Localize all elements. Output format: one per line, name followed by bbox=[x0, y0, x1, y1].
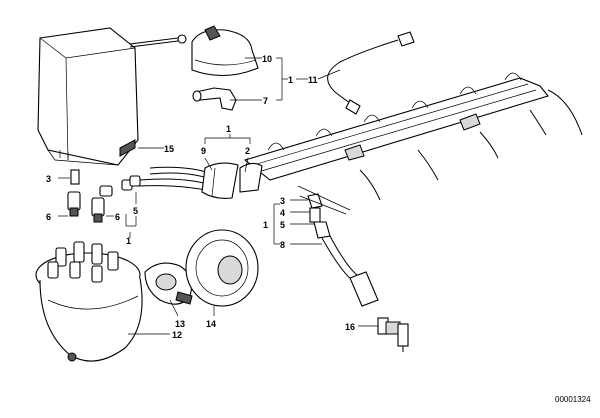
plug-connector-assembly bbox=[297, 185, 379, 307]
callout-9: 9 bbox=[201, 146, 206, 156]
callout-7: 7 bbox=[263, 96, 268, 106]
wiring-harness-rail bbox=[243, 72, 583, 201]
callout-12: 12 bbox=[172, 330, 182, 340]
callout-11: 11 bbox=[308, 75, 318, 85]
callout-16: 16 bbox=[345, 322, 355, 332]
callout-5-right: 5 bbox=[280, 220, 285, 230]
callout-2: 2 bbox=[245, 146, 250, 156]
callout-10: 10 bbox=[262, 54, 272, 64]
callout-5-left: 5 bbox=[133, 206, 138, 216]
sensor-middle bbox=[91, 175, 141, 223]
leader-lines bbox=[58, 57, 378, 335]
distributor bbox=[35, 241, 143, 362]
plug-elbow bbox=[192, 87, 237, 111]
callout-13: 13 bbox=[175, 319, 185, 329]
callout-1-top: 1 bbox=[226, 124, 231, 134]
callout-6-left: 6 bbox=[46, 212, 51, 222]
lead-bundle bbox=[137, 162, 263, 199]
control-unit-box bbox=[37, 27, 139, 166]
callout-1-right: 1 bbox=[288, 75, 293, 85]
spark-plug bbox=[377, 317, 409, 352]
callouts: 10 1 11 7 1 9 2 15 3 6 6 5 1 3 4 1 5 8 1… bbox=[46, 54, 355, 340]
callout-4: 4 bbox=[280, 208, 285, 218]
callout-3-right: 3 bbox=[280, 196, 285, 206]
callout-1-left: 1 bbox=[126, 236, 131, 246]
mounting-bolt bbox=[129, 34, 187, 48]
callout-14: 14 bbox=[206, 319, 216, 329]
sensor-left bbox=[67, 169, 81, 217]
callout-15: 15 bbox=[164, 144, 174, 154]
callout-1-mid: 1 bbox=[263, 220, 268, 230]
callout-6-mid: 6 bbox=[115, 212, 120, 222]
distributor-cover bbox=[191, 25, 259, 77]
ignition-lead bbox=[327, 31, 415, 115]
rotor bbox=[144, 262, 193, 305]
dust-shield bbox=[185, 229, 259, 307]
callout-3-left: 3 bbox=[46, 174, 51, 184]
reference-number: 00001324 bbox=[555, 395, 591, 404]
callout-8: 8 bbox=[280, 240, 285, 250]
